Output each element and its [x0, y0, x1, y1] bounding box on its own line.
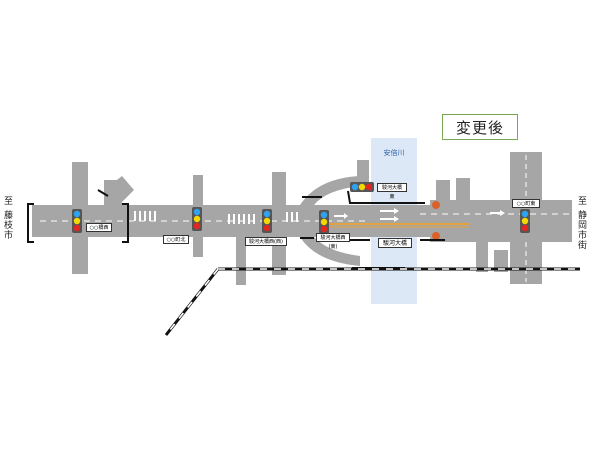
signal-light-1 [72, 209, 82, 233]
railway [164, 267, 580, 336]
signal-3-label: 駿河大橋西(西) [245, 237, 287, 246]
ramp-lower [300, 237, 360, 266]
signal-2-label: ○○町北 [163, 235, 189, 244]
signal-light-4 [319, 210, 329, 234]
diagonal-street [104, 176, 134, 206]
cross-street-2 [193, 175, 203, 205]
cone-1 [432, 201, 440, 209]
crosswalk-2 [228, 214, 255, 224]
main-road-right-widening [430, 200, 572, 242]
right-street-3 [476, 240, 488, 272]
river-name: 安倍川 [383, 149, 405, 157]
signal-1-label: ○○橋西 [86, 223, 112, 232]
cross-street-3b [272, 237, 286, 275]
ramp-stub [357, 160, 369, 186]
right-lot [494, 250, 508, 272]
left-direction-label: 至藤枝市 [3, 197, 13, 241]
signal-light-3 [262, 209, 272, 233]
crosswalk-1 [134, 211, 156, 221]
cross-street-3 [272, 172, 286, 205]
bridge-name-label: 駿河大橋 [378, 238, 412, 248]
signal-4-label: 駿河大橋西(東) [316, 233, 350, 250]
right-street-2 [456, 178, 470, 202]
right-street-1 [436, 180, 450, 202]
signal-5-label: 駿河大橋東 [377, 183, 407, 200]
signal-6-label: ○○町東 [512, 199, 540, 208]
crosswalk-3 [286, 212, 298, 222]
cross-street-2b [193, 237, 203, 257]
signal-light-5 [350, 182, 374, 192]
side-road-a [236, 237, 246, 285]
right-direction-label: 至静岡市街 [577, 197, 587, 251]
signal-light-2 [192, 207, 202, 231]
signal-light-6 [520, 209, 530, 233]
lane-arrows [334, 208, 505, 222]
status-label: 変更後 [442, 114, 518, 140]
cone-2 [432, 232, 440, 240]
